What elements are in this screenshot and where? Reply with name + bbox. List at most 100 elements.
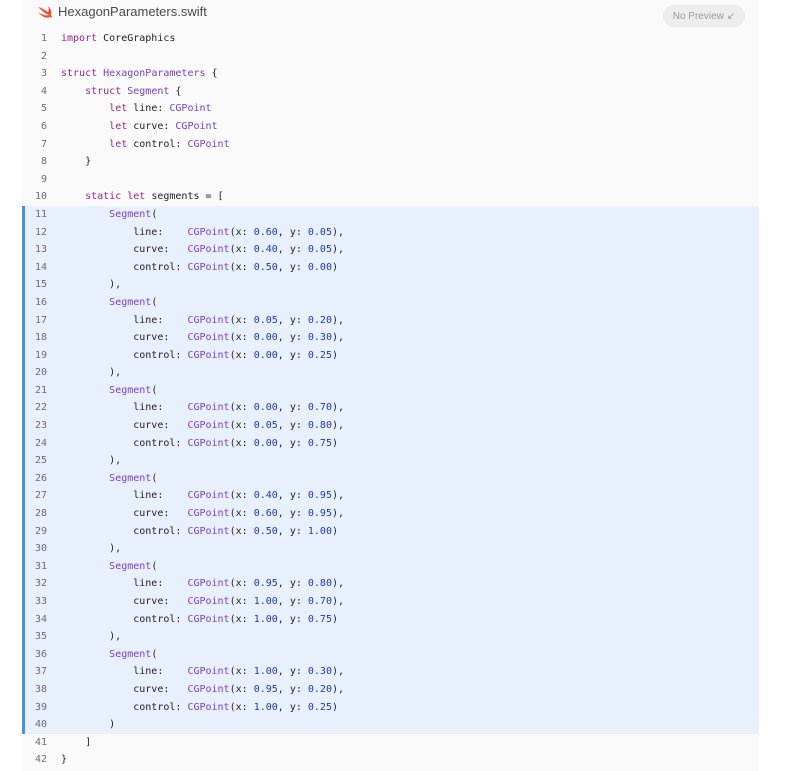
line-number: 25 [34, 455, 47, 467]
code-line: 31 Segment( [22, 557, 759, 576]
code-text: curve: CGPoint(x: 0.05, y: 0.80), [61, 420, 345, 432]
code-line: 2 [22, 48, 759, 66]
line-number: 40 [34, 719, 47, 731]
code-text: line: CGPoint(x: 1.00, y: 0.30), [61, 666, 345, 678]
code-line: 10 static let segments = [ [22, 188, 759, 206]
code-line: 32 line: CGPoint(x: 0.95, y: 0.80), [22, 575, 759, 593]
code-line: 17 line: CGPoint(x: 0.05, y: 0.20), [22, 311, 759, 330]
code-line: 23 curve: CGPoint(x: 0.05, y: 0.80), [22, 417, 759, 435]
line-number: 19 [34, 349, 47, 361]
line-number: 41 [34, 736, 47, 748]
line-number: 14 [34, 261, 47, 273]
line-number: 16 [34, 296, 47, 308]
code-line: 25 ), [22, 452, 759, 470]
code-text: curve: CGPoint(x: 0.00, y: 0.30), [61, 332, 345, 344]
line-number: 8 [40, 156, 47, 168]
code-text: struct Segment { [85, 85, 182, 97]
line-number: 2 [40, 50, 47, 62]
code-line: 1 import CoreGraphics [22, 30, 759, 48]
line-number: 5 [40, 103, 47, 115]
line-number: 34 [34, 613, 47, 625]
code-text: curve: CGPoint(x: 0.95, y: 0.20), [61, 683, 345, 695]
arrow-down-left-icon: ↙ [726, 10, 736, 22]
code-text: ), [61, 631, 122, 643]
line-number: 31 [34, 560, 47, 572]
line-number: 17 [34, 314, 47, 326]
line-number: 20 [34, 367, 47, 379]
code-line: 6 let curve: CGPoint [22, 118, 759, 136]
file-header: HexagonParameters.swift No Preview ↙ [22, 0, 759, 27]
line-number: 30 [34, 543, 47, 555]
code-text: ), [61, 455, 122, 467]
line-number: 23 [34, 420, 47, 432]
code-text: let line: CGPoint [109, 103, 212, 115]
code-line: 33 curve: CGPoint(x: 1.00, y: 0.70), [22, 593, 759, 611]
code-text: Segment( [109, 648, 158, 660]
code-line: 15 ), [22, 276, 759, 294]
code-text: struct HexagonParameters { [61, 68, 218, 80]
code-line: 38 curve: CGPoint(x: 0.95, y: 0.20), [22, 680, 759, 699]
line-number: 33 [34, 596, 47, 607]
code-line: 40 ) [22, 716, 759, 734]
code-line: 30 ), [22, 540, 759, 558]
code-text: curve: CGPoint(x: 0.60, y: 0.95), [61, 508, 345, 520]
line-number: 4 [40, 85, 47, 97]
code-text: control: CGPoint(x: 0.50, y: 1.00) [61, 525, 339, 537]
code-line: 7 let control: CGPoint [22, 136, 759, 154]
line-number: 1 [40, 33, 47, 44]
code-line: 8 } [22, 153, 759, 171]
line-number: 3 [40, 68, 47, 80]
code-text: let curve: CGPoint [109, 120, 218, 132]
code-line: 11 Segment( [22, 205, 759, 224]
line-number: 7 [40, 138, 47, 150]
code-text: Segment( [109, 560, 158, 572]
code-text: line: CGPoint(x: 0.40, y: 0.95), [61, 490, 345, 502]
code-line: 4 struct Segment { [22, 83, 759, 101]
code-text: } [61, 754, 68, 766]
code-line: 37 line: CGPoint(x: 1.00, y: 0.30), [22, 663, 759, 681]
line-number: 36 [34, 648, 47, 660]
code-line: 12 line: CGPoint(x: 0.60, y: 0.05), [22, 223, 759, 242]
code-line: 18 curve: CGPoint(x: 0.00, y: 0.30), [22, 329, 759, 347]
code-text: import CoreGraphics [61, 33, 176, 44]
line-number: 12 [34, 226, 47, 238]
code-line: 19 control: CGPoint(x: 0.00, y: 0.25) [22, 346, 759, 365]
code-text: } [61, 156, 92, 168]
line-number: 27 [34, 490, 47, 502]
code-line: 28 curve: CGPoint(x: 0.60, y: 0.95), [22, 505, 759, 523]
code-line: 5 let line: CGPoint [22, 100, 759, 118]
code-line: 9 [22, 171, 759, 189]
no-preview-button[interactable]: No Preview ↙ [663, 5, 745, 27]
code-line: 16 Segment( [22, 293, 759, 312]
code-line: 22 line: CGPoint(x: 0.00, y: 0.70), [22, 399, 759, 418]
code-text: control: CGPoint(x: 1.00, y: 0.75) [61, 613, 339, 625]
line-number: 32 [34, 578, 47, 590]
swift-icon [38, 6, 52, 18]
code-line: 39 control: CGPoint(x: 1.00, y: 0.25) [22, 698, 759, 717]
code-listing-panel: HexagonParameters.swift No Preview ↙ 1 im… [22, 0, 759, 771]
line-number: 22 [34, 402, 47, 414]
code-text: line: CGPoint(x: 0.60, y: 0.05), [61, 226, 345, 238]
code-text: control: CGPoint(x: 0.00, y: 0.75) [61, 437, 339, 449]
line-number: 37 [34, 666, 47, 678]
code-text: Segment( [109, 208, 158, 220]
code-text: ), [61, 367, 122, 379]
line-number: 35 [34, 631, 47, 643]
code-text: control: CGPoint(x: 0.50, y: 0.00) [61, 261, 339, 273]
code-line: 13 curve: CGPoint(x: 0.40, y: 0.05), [22, 241, 759, 259]
code-text: curve: CGPoint(x: 0.40, y: 0.05), [61, 244, 345, 256]
code-line: 35 ), [22, 628, 759, 646]
code-line: 36 Segment( [22, 645, 759, 664]
code-text: line: CGPoint(x: 0.00, y: 0.70), [61, 402, 345, 414]
line-number: 21 [34, 384, 47, 396]
code-text: line: CGPoint(x: 0.05, y: 0.20), [61, 314, 345, 326]
code-line: 24 control: CGPoint(x: 0.00, y: 0.75) [22, 434, 759, 453]
code-text: control: CGPoint(x: 0.00, y: 0.25) [61, 349, 339, 361]
code-text: ), [61, 279, 122, 291]
code-line: 27 line: CGPoint(x: 0.40, y: 0.95), [22, 487, 759, 506]
code-line: 20 ), [22, 364, 759, 382]
code-text: control: CGPoint(x: 1.00, y: 0.25) [61, 701, 339, 713]
line-number: 26 [34, 472, 47, 484]
line-number: 11 [34, 208, 47, 220]
